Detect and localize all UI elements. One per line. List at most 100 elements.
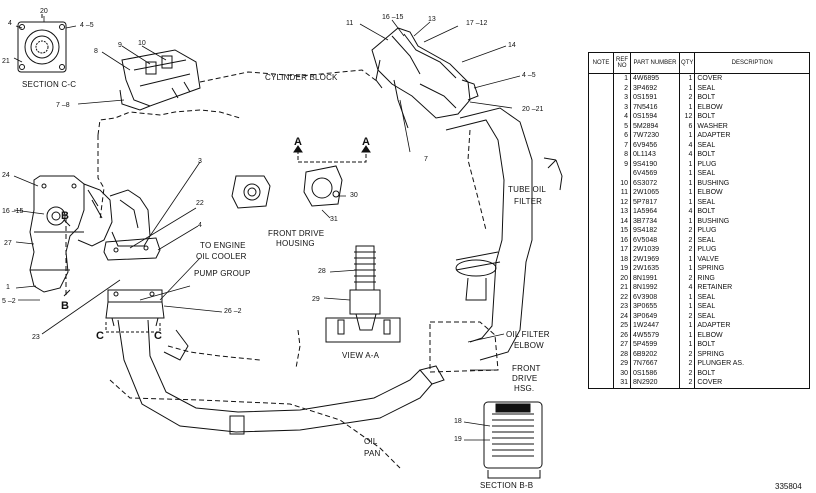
cell-ref: 29 — [613, 359, 631, 369]
oil-pan-label-2: PAN — [364, 449, 381, 458]
cell-note — [588, 207, 614, 217]
cell-description: ELBOW — [694, 188, 810, 198]
cell-ref: 22 — [613, 292, 631, 302]
cell-part-number: 3P4692 — [630, 83, 680, 93]
cell-note — [588, 283, 614, 293]
cell-note — [588, 330, 614, 340]
cell-description: BOLT — [694, 112, 810, 122]
view-aa-label: VIEW A-A — [342, 351, 380, 360]
callout-7: 7 — [424, 156, 428, 163]
cell-part-number: 6S3072 — [630, 178, 680, 188]
cell-ref: 4 — [613, 112, 631, 122]
cell-ref: 3 — [613, 93, 631, 103]
cell-ref: 13 — [613, 207, 631, 217]
cell-note — [588, 321, 614, 331]
front-drive-housing-label-2: HOUSING — [276, 239, 315, 248]
cell-ref: 16 — [613, 235, 631, 245]
section-letter-b-bottom: B — [61, 300, 69, 312]
callout-4-5-top: 4 –5 — [80, 22, 94, 29]
callout-19: 19 — [454, 436, 462, 443]
header-part-number: PART NUMBER — [630, 52, 680, 74]
cell-ref: 12 — [613, 197, 631, 207]
callout-27: 27 — [4, 240, 12, 247]
cell-note — [588, 140, 614, 150]
cell-description: BUSHING — [694, 216, 810, 226]
cell-note — [588, 378, 614, 388]
cell-description: SEAL — [694, 169, 810, 179]
cell-part-number: 7N5416 — [630, 102, 680, 112]
cell-qty: 1 — [678, 178, 696, 188]
cell-part-number: 3P0655 — [630, 302, 680, 312]
tube-filter-arrow — [543, 157, 563, 191]
cylinder-block-label: CYLINDER BLOCK — [265, 73, 338, 82]
cell-note — [588, 254, 614, 264]
cell-part-number: 0S1586 — [630, 368, 680, 378]
callout-26-2: 26 –2 — [224, 308, 242, 315]
callout-9: 9 — [118, 42, 122, 49]
cell-note — [588, 188, 614, 198]
cell-description: RETAINER — [694, 283, 810, 293]
to-engine-oil-cooler-label-1: TO ENGINE — [200, 241, 246, 250]
cell-part-number: 1W2447 — [630, 321, 680, 331]
cell-note — [588, 83, 614, 93]
cell-qty: 1 — [678, 292, 696, 302]
callout-22: 22 — [196, 200, 204, 207]
cell-part-number: 9S4190 — [630, 159, 680, 169]
callout-18: 18 — [454, 418, 462, 425]
parts-list-table: NOTE REF NO PART NUMBER QTY DESCRIPTION … — [588, 52, 810, 389]
front-drive-hsg-label-2: DRIVE — [512, 374, 538, 383]
callout-10: 10 — [138, 40, 146, 47]
cell-description: ELBOW — [694, 102, 810, 112]
top-left-housing — [119, 49, 201, 111]
cell-ref: 9 — [613, 159, 631, 169]
lower-oil-tube — [117, 319, 445, 435]
cell-qty: 1 — [678, 73, 696, 84]
plunger-assembly — [325, 245, 401, 343]
section-letter-c-left: C — [96, 330, 104, 342]
cell-part-number: 5P4599 — [630, 340, 680, 350]
cell-part-number: 3P0649 — [630, 311, 680, 321]
cell-qty: 1 — [678, 131, 696, 141]
cell-qty: 12 — [678, 112, 696, 122]
cell-qty: 2 — [678, 368, 696, 378]
cell-qty: 1 — [678, 330, 696, 340]
cell-qty: 4 — [678, 150, 696, 160]
section-bb-label: SECTION B-B — [480, 481, 534, 490]
cell-part-number: 7N7667 — [630, 359, 680, 369]
header-ref-no: REF NO — [613, 52, 631, 74]
cell-ref: 15 — [613, 226, 631, 236]
cell-description: SEAL — [694, 235, 810, 245]
front-drive-housing-label-1: FRONT DRIVE — [268, 229, 325, 238]
tube-oil-filter-label-1: TUBE OIL — [508, 185, 547, 194]
cell-description: BOLT — [694, 368, 810, 378]
front-drive-hsg-label-3: HSG. — [514, 384, 535, 393]
callout-4-center: 4 — [198, 222, 202, 229]
cell-ref: 5 — [613, 121, 631, 131]
cell-description: BOLT — [694, 207, 810, 217]
cell-ref: 25 — [613, 321, 631, 331]
section-arrows — [63, 218, 161, 333]
pump-body — [29, 175, 113, 293]
cell-description: SPRING — [694, 349, 810, 359]
cell-part-number: 6V3908 — [630, 292, 680, 302]
cell-note — [588, 264, 614, 274]
cell-qty: 1 — [678, 340, 696, 350]
cell-description: VALVE — [694, 254, 810, 264]
cell-note — [588, 197, 614, 207]
cell-note — [588, 273, 614, 283]
cell-note — [588, 292, 614, 302]
cell-note — [588, 368, 614, 378]
cell-ref: 20 — [613, 273, 631, 283]
